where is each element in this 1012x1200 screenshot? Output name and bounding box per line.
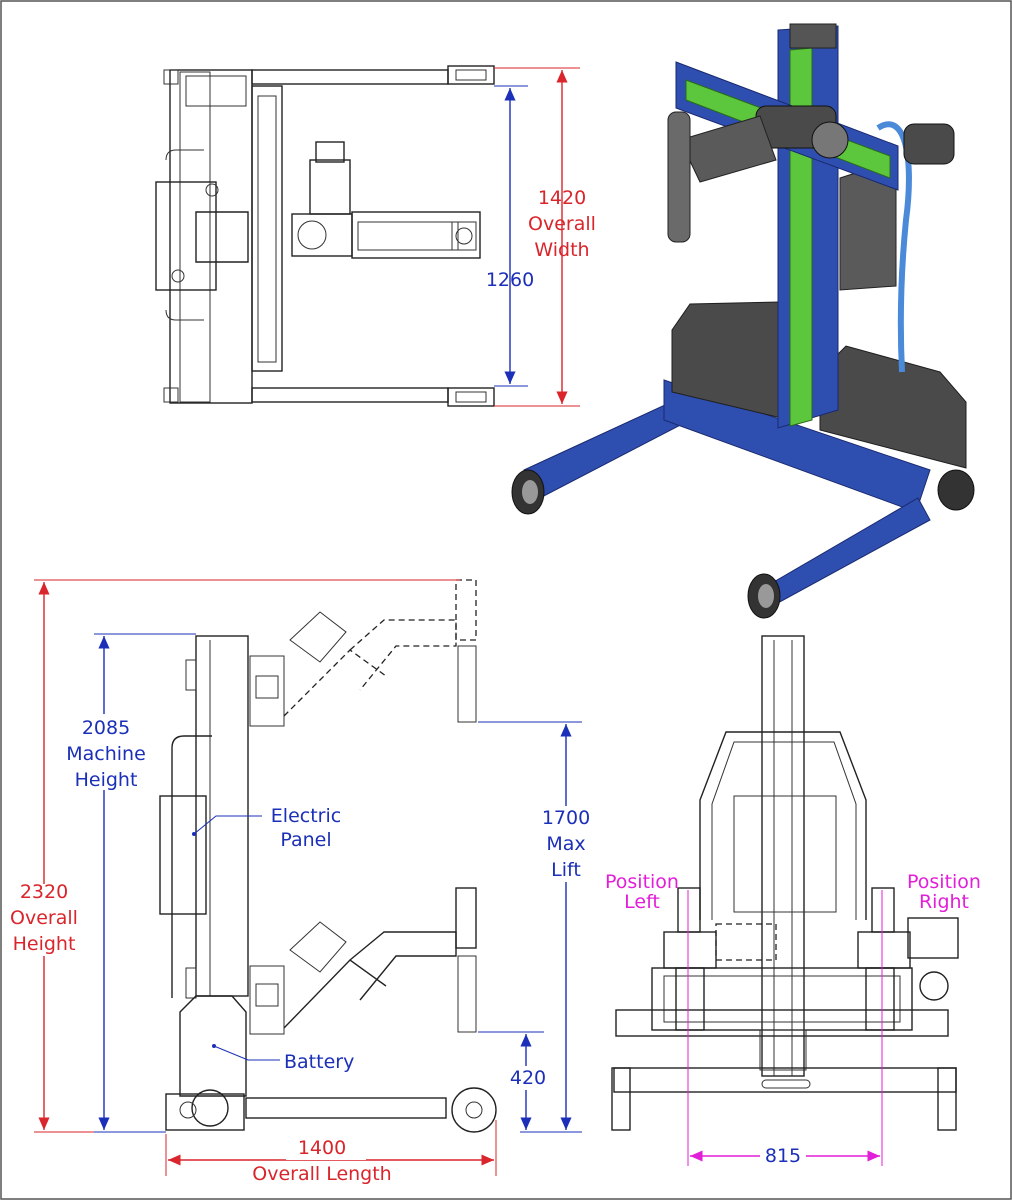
overall-length-value: 1400	[298, 1137, 346, 1159]
electric-panel-label-1: Electric	[271, 805, 341, 827]
side-view: 2320 Overall Height 2085 Machine Height …	[10, 579, 596, 1185]
width-1260-value: 1260	[486, 269, 534, 291]
overall-height-label-2: Height	[13, 933, 76, 955]
machine-height-label-1: Machine	[66, 743, 146, 765]
min-height-value: 420	[510, 1067, 546, 1089]
max-lift-value: 1700	[542, 807, 590, 829]
overall-height-value: 2320	[20, 881, 68, 903]
front-view: 815 Position Left Position Right	[605, 635, 981, 1168]
overall-height-label-1: Overall	[10, 907, 78, 929]
overall-width-label-2: Width	[534, 239, 589, 261]
machine-height-value: 2085	[82, 717, 130, 739]
max-lift-label-1: Max	[546, 833, 585, 855]
battery-label: Battery	[284, 1051, 354, 1073]
machine-3d-render	[511, 23, 975, 619]
overall-length-label: Overall Length	[252, 1163, 391, 1185]
position-left-label-1: Position	[605, 871, 679, 893]
overall-width-value: 1420	[538, 187, 586, 209]
position-left-label-2: Left	[624, 891, 660, 913]
position-spacing-value: 815	[765, 1145, 801, 1167]
position-right-label-2: Right	[919, 891, 969, 913]
max-lift-label-2: Lift	[551, 859, 581, 881]
electric-panel-label-2: Panel	[280, 829, 331, 851]
position-right-label-1: Position	[907, 871, 981, 893]
machine-height-label-2: Height	[75, 769, 138, 791]
overall-width-label-1: Overall	[528, 213, 596, 235]
top-view: 1420 Overall Width 1260	[155, 65, 596, 407]
